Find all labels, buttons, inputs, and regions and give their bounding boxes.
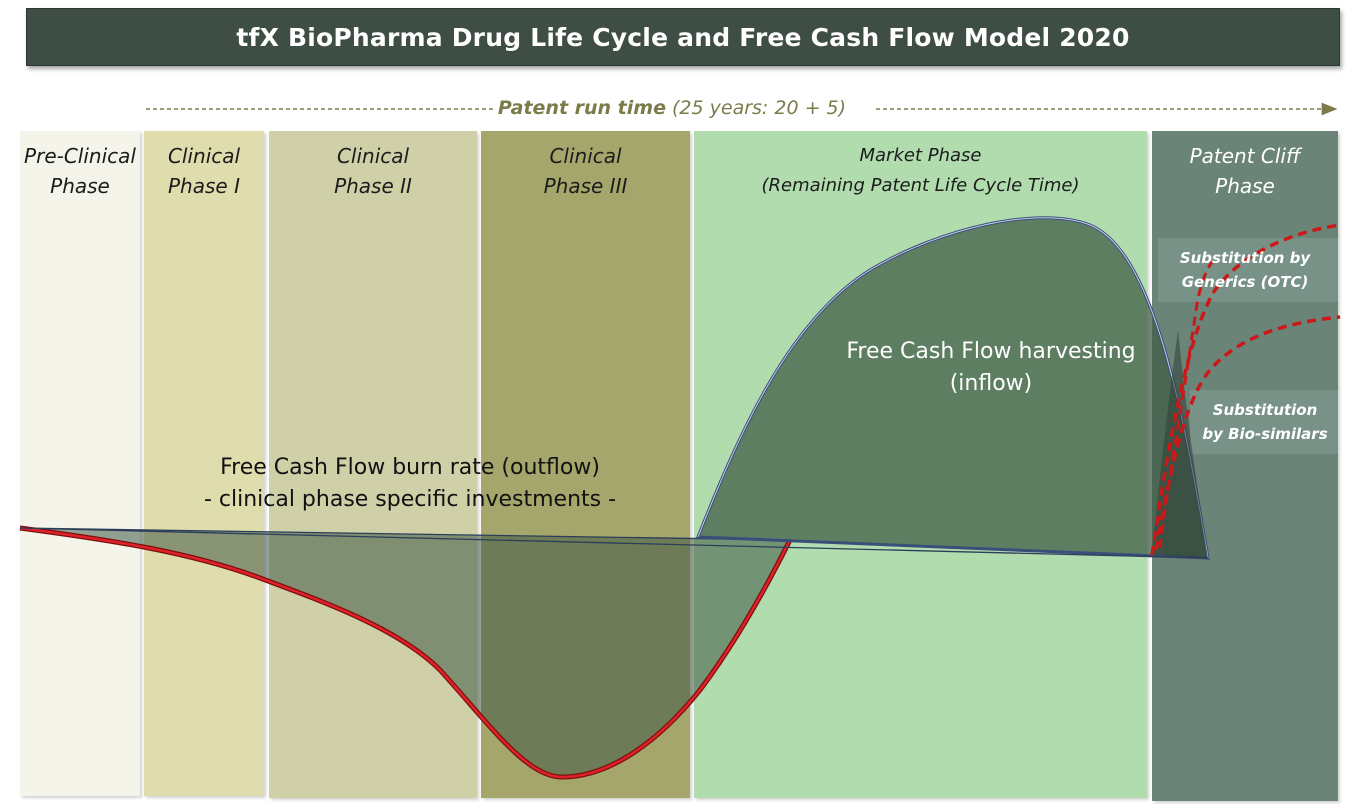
phase-preclinical: Pre-Clinical Phase [20, 131, 140, 796]
cliff-drop-curve [1158, 261, 1214, 549]
phase-label-clinical-1: Clinical Phase I [167, 144, 241, 198]
baseline [19, 527, 1209, 559]
title-bar: tfX BioPharma Drug Life Cycle and Free C… [26, 8, 1340, 66]
phase-label-clinical-3: Clinical Phase III [543, 144, 628, 198]
generics-curve [1150, 223, 1341, 556]
generics-note: Substitution by Generics (OTC) [1160, 246, 1330, 294]
outflow-area [19, 527, 792, 778]
inflow-label-line2: (inflow) [949, 371, 1033, 396]
outflow-label-line1: Free Cash Flow burn rate (outflow) [220, 455, 600, 480]
phase-label-market: Market Phase (Remaining Patent Life Cycl… [761, 145, 1080, 196]
generics-note-line1: Substitution by [1179, 249, 1311, 267]
outflow-label: Free Cash Flow burn rate (outflow) - cli… [180, 452, 640, 516]
generics-note-line2: Generics (OTC) [1181, 273, 1309, 291]
patent-run-detail: (25 years: 20 + 5) [672, 97, 847, 119]
outflow-label-line2: - clinical phase specific investments - [203, 487, 617, 512]
outflow-curve-highlight [19, 526, 792, 779]
phase-label-patent-cliff: Patent Cliff Phase [1189, 144, 1301, 198]
biosimilars-note-line1: Substitution [1212, 401, 1318, 419]
patent-run-label: Patent run time (25 years: 20 + 5) [0, 97, 1352, 119]
biosimilars-note: Substitution by Bio-similars [1192, 398, 1338, 446]
phase-label-preclinical: Pre-Clinical Phase [24, 144, 136, 198]
inflow-label-line1: Free Cash Flow harvesting [846, 339, 1136, 364]
phase-clinical-2: Clinical Phase II [269, 131, 477, 798]
biosimilars-note-line2: by Bio-similars [1202, 425, 1328, 443]
phase-clinical-1: Clinical Phase I [144, 131, 264, 796]
patent-run-lead: Patent run time [497, 97, 666, 119]
biosimilars-box [1190, 390, 1338, 454]
page-title: tfX BioPharma Drug Life Cycle and Free C… [236, 22, 1130, 52]
generics-box [1158, 238, 1338, 302]
phase-label-clinical-2: Clinical Phase II [334, 144, 412, 198]
inflow-label: Free Cash Flow harvesting (inflow) [830, 336, 1152, 400]
